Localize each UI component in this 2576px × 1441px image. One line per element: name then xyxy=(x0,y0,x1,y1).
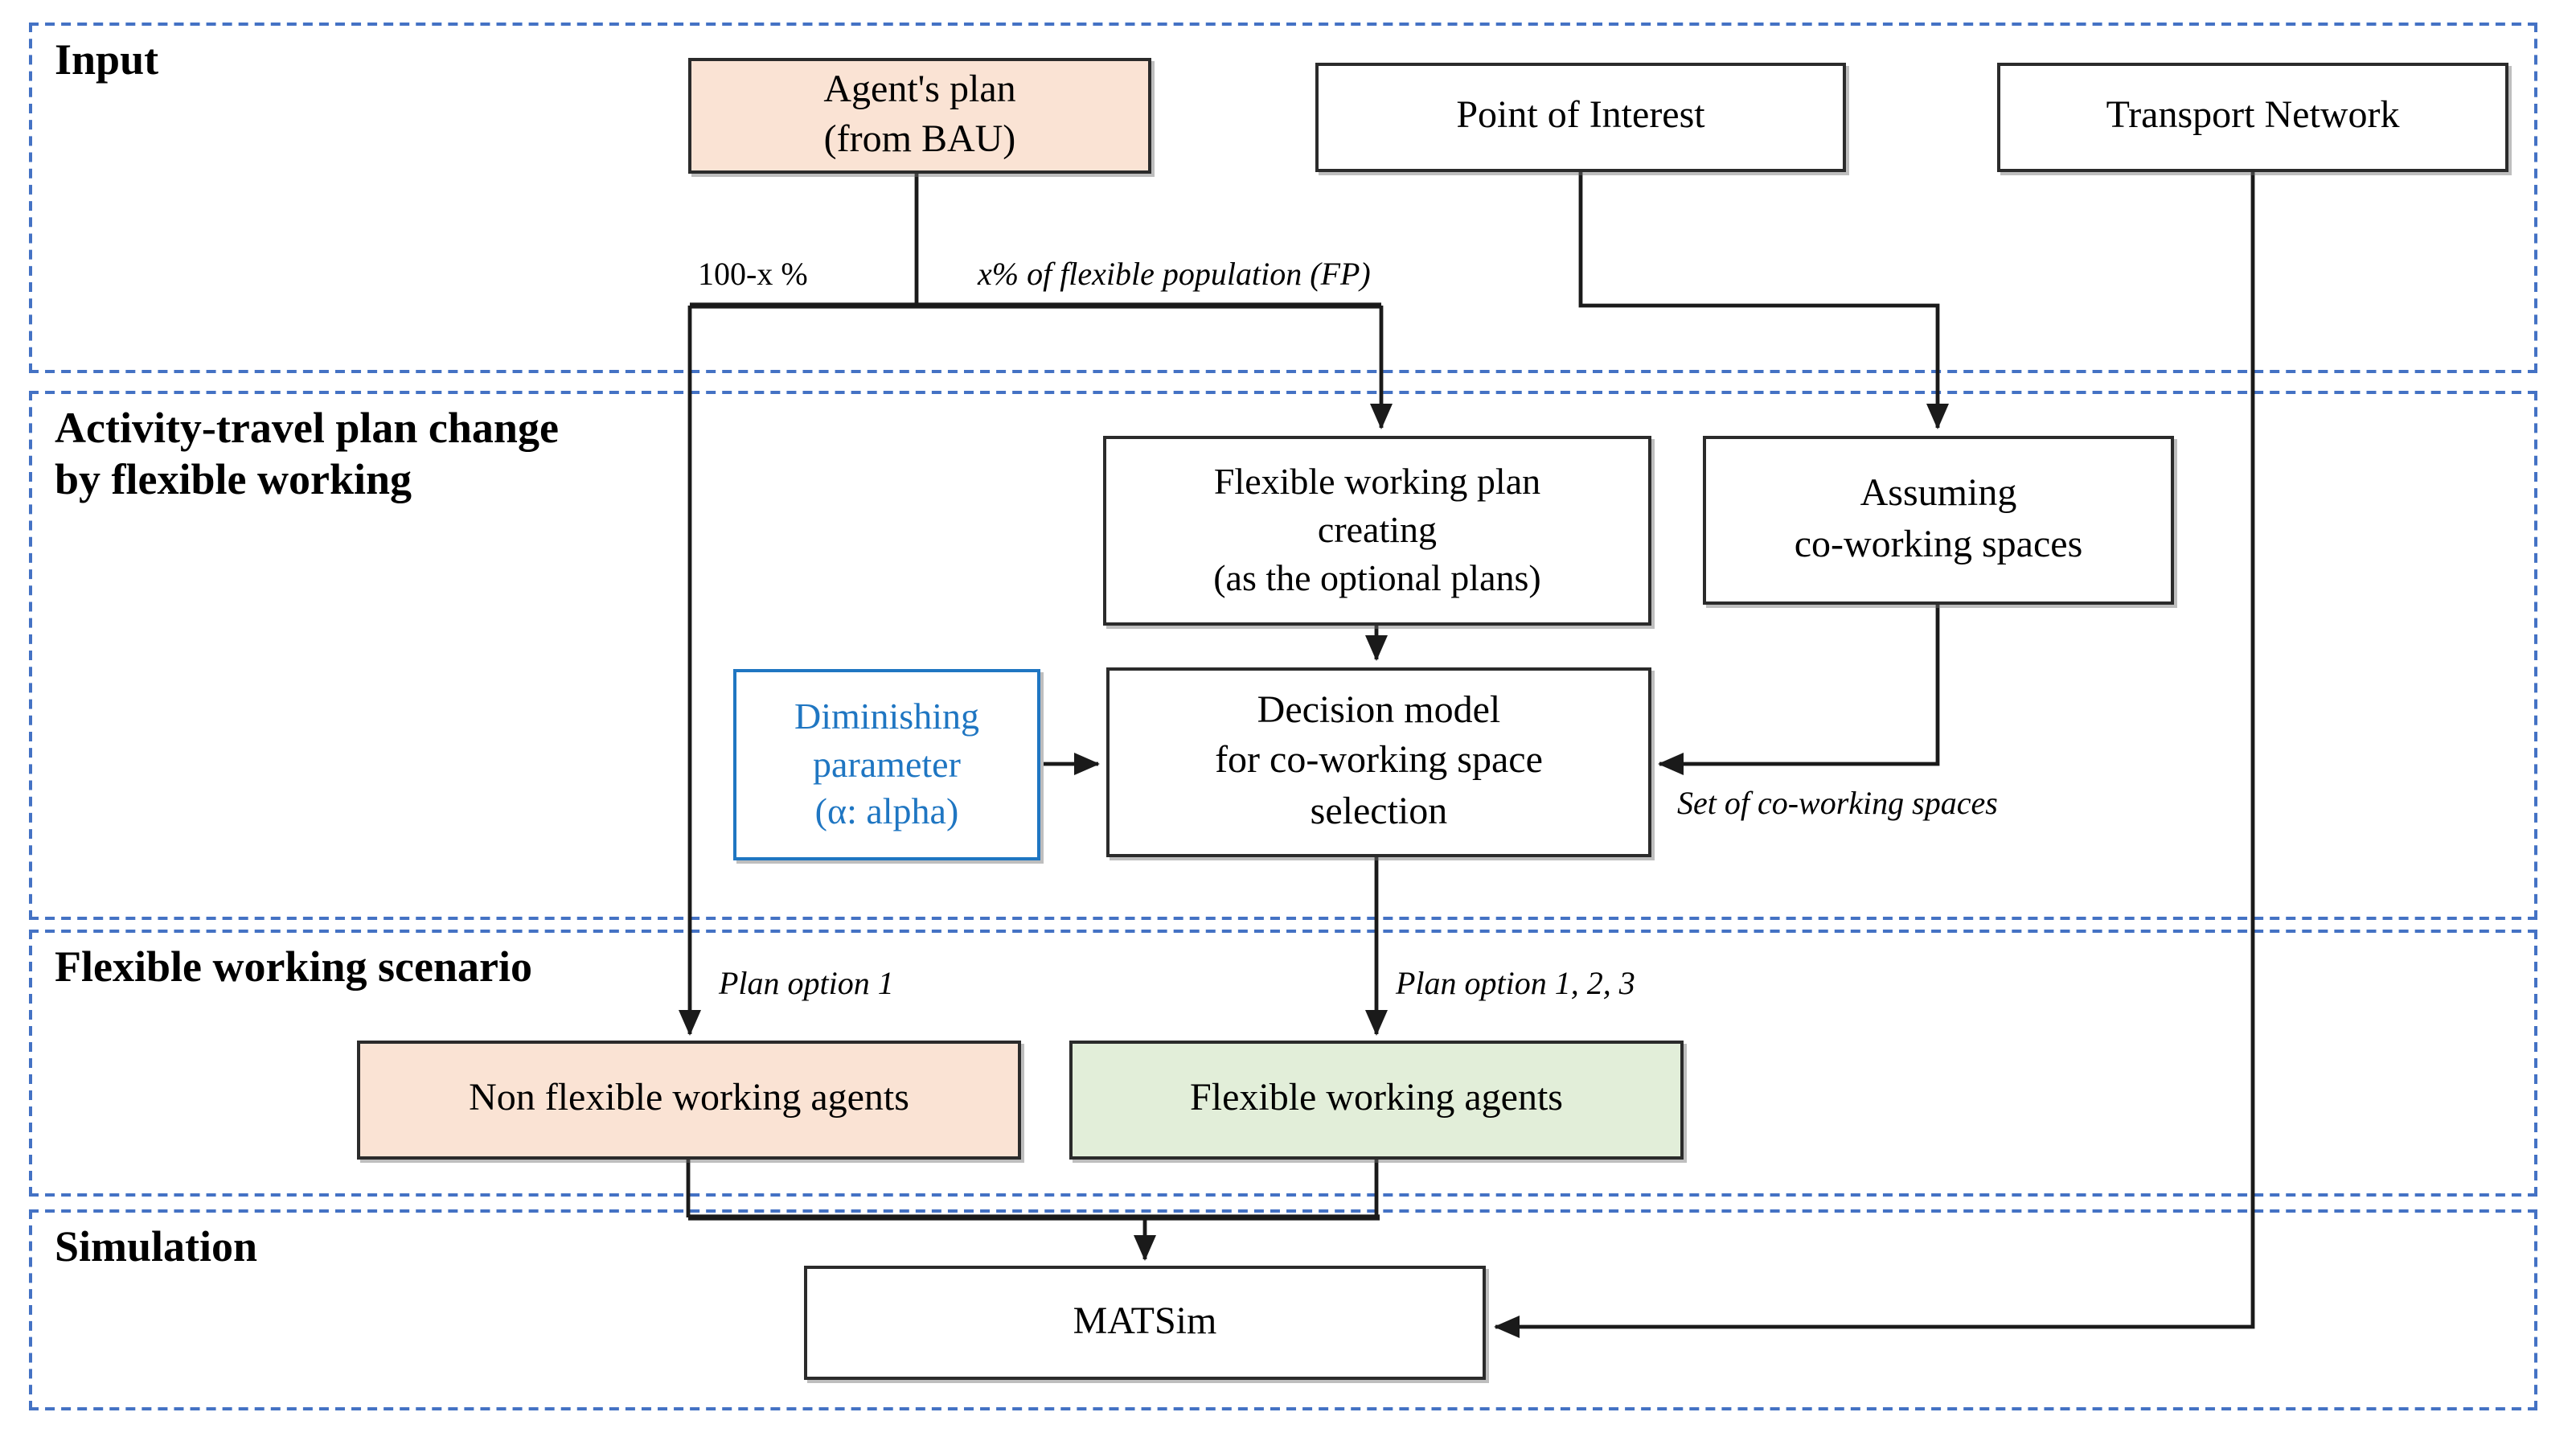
section-scenario: Flexible working scenario xyxy=(29,930,2537,1197)
non-flexible-working-agents-box: Non flexible working agents xyxy=(357,1041,1021,1160)
section-input: Input xyxy=(29,23,2537,373)
section-plan-change-label-line2: by flexible working xyxy=(55,454,412,503)
diminishing-line2: parameter xyxy=(813,744,961,785)
decision-line3: selection xyxy=(1310,790,1448,833)
diminishing-parameter-text: Diminishing parameter (α: alpha) xyxy=(794,692,979,836)
matsim-text: MATSim xyxy=(1073,1298,1217,1348)
diminishing-line1: Diminishing xyxy=(794,696,979,737)
transport-network-box: Transport Network xyxy=(1997,63,2508,172)
agents-plan-text: Agent's plan (from BAU) xyxy=(823,66,1015,166)
section-scenario-label: Flexible working scenario xyxy=(55,942,532,994)
label-x-percent-flexible-population: x% of flexible population (FP) xyxy=(978,257,1371,293)
diminishing-line3: (α: alpha) xyxy=(814,791,959,832)
transport-network-line1: Transport Network xyxy=(2106,95,2400,138)
section-plan-change: Activity-travel plan change by flexible … xyxy=(29,391,2537,920)
matsim-line1: MATSim xyxy=(1073,1300,1217,1343)
section-input-label-text: Input xyxy=(55,35,159,84)
edge-assuming-to-decision xyxy=(1658,605,1940,775)
flexible-working-agents-text: Flexible working agents xyxy=(1190,1075,1563,1125)
label-set-of-coworking-spaces: Set of co-working spaces xyxy=(1677,786,1998,822)
flexible-working-plan-creating-box: Flexible working plan creating (as the o… xyxy=(1103,436,1651,626)
section-plan-change-label: Activity-travel plan change by flexible … xyxy=(55,404,559,506)
agents-plan-line1: Agent's plan xyxy=(823,68,1016,111)
decision-model-box: Decision model for co-working space sele… xyxy=(1106,667,1651,857)
assuming-line1: Assuming xyxy=(1860,473,2017,515)
section-plan-change-label-line1: Activity-travel plan change xyxy=(55,404,559,452)
nonflex-line1: Non flexible working agents xyxy=(469,1078,909,1120)
edge-transport-to-matsim xyxy=(1494,172,2255,1338)
decision-line1: Decision model xyxy=(1257,690,1501,733)
agents-plan-line2: (from BAU) xyxy=(823,119,1016,161)
transport-network-text: Transport Network xyxy=(2106,92,2400,142)
section-input-label: Input xyxy=(55,35,158,87)
fwpc-line2: creating xyxy=(1317,510,1438,551)
label-plan-option-1: Plan option 1 xyxy=(719,967,894,1002)
edge-poi-to-assuming xyxy=(1578,172,1949,429)
assuming-line2: co-working spaces xyxy=(1794,523,2083,565)
point-of-interest-text: Point of Interest xyxy=(1456,92,1704,142)
matsim-box: MATSim xyxy=(804,1266,1486,1380)
non-flexible-working-agents-text: Non flexible working agents xyxy=(469,1075,909,1125)
fwpc-line1: Flexible working plan xyxy=(1213,462,1541,503)
point-of-interest-box: Point of Interest xyxy=(1315,63,1846,172)
flexible-working-agents-box: Flexible working agents xyxy=(1069,1041,1684,1160)
flex-line1: Flexible working agents xyxy=(1190,1078,1563,1120)
label-100-minus-x-percent: 100-x % xyxy=(698,257,808,293)
agents-plan-box: Agent's plan (from BAU) xyxy=(688,58,1151,174)
section-simulation-label: Simulation xyxy=(55,1222,257,1274)
section-simulation: Simulation xyxy=(29,1209,2537,1410)
diminishing-parameter-box: Diminishing parameter (α: alpha) xyxy=(733,669,1040,860)
assuming-coworking-spaces-text: Assuming co-working spaces xyxy=(1795,470,2083,571)
section-scenario-label-text: Flexible working scenario xyxy=(55,942,532,991)
section-simulation-label-text: Simulation xyxy=(55,1222,258,1271)
point-of-interest-line1: Point of Interest xyxy=(1456,95,1705,138)
decision-line2: for co-working space xyxy=(1215,740,1543,782)
flexible-working-plan-creating-text: Flexible working plan creating (as the o… xyxy=(1213,458,1541,602)
fwpc-line3: (as the optional plans) xyxy=(1213,557,1541,598)
decision-model-text: Decision model for co-working space sele… xyxy=(1215,687,1543,837)
label-plan-option-1-2-3: Plan option 1, 2, 3 xyxy=(1396,967,1635,1002)
assuming-coworking-spaces-box: Assuming co-working spaces xyxy=(1703,436,2174,605)
